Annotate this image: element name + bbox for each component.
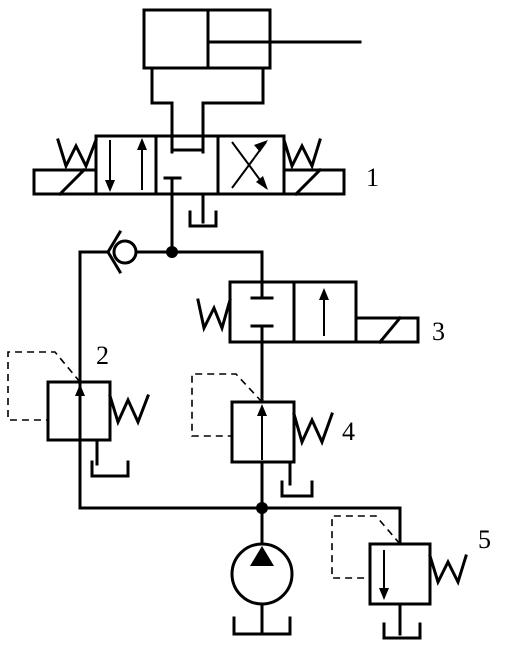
pilot-line [331,515,401,579]
spring-icon [56,138,98,171]
pump [230,542,294,636]
relief-valve-2: 2 [7,341,150,478]
tank-icon [232,616,292,636]
pump-arrow-icon [250,546,274,566]
valve-2-label: 2 [96,341,109,370]
spring-icon [428,554,468,587]
cylinder-lines [150,66,265,154]
valve-4-label: 4 [342,417,355,446]
spring-icon [282,138,322,171]
spring-icon [108,394,150,427]
tank-icon [382,622,422,640]
valve-1-label: 1 [366,163,379,192]
spring-icon [196,298,232,333]
directional-valve-1: 1 [32,134,379,197]
valve-3-label: 3 [432,317,445,346]
tank-icon [90,460,130,478]
relief-valve-5: 5 [331,515,491,640]
valve-5-label: 5 [478,525,491,554]
valve-1-envelopes [94,134,286,196]
spring-icon [292,412,334,447]
pilot-line [191,373,263,437]
check-valve [105,229,138,275]
valve-1-tank [188,192,218,228]
pilot-line [7,351,81,421]
check-valve-return-line [78,250,110,510]
pressure-valve-4: 4 [191,373,355,498]
solenoid-valve-3: 3 [196,280,445,346]
junction-dot [166,246,178,258]
hydraulic-cylinder [142,8,362,70]
tank-icon [188,210,218,228]
manifold-line [78,506,402,546]
tank-icon [280,480,314,498]
